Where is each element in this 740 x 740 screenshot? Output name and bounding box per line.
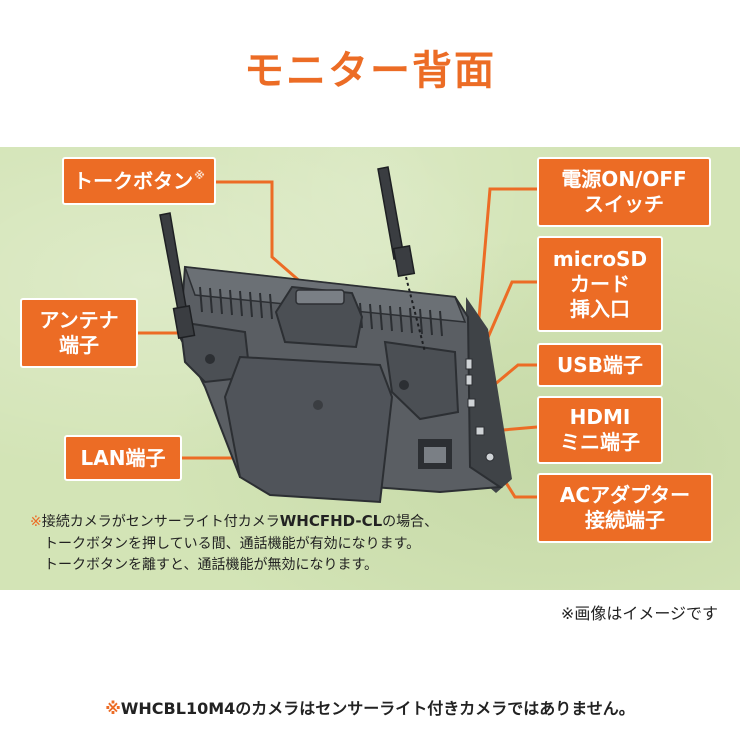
label-antenna-line2: 端子 [59,333,99,357]
label-lan-text: LAN端子 [80,445,166,470]
label-ac-line1: ACアダプター [559,483,691,507]
label-talk-button-text: トークボタン [73,168,194,193]
image-disclaimer: ※画像はイメージです [560,604,718,623]
label-antenna-line1: アンテナ [39,308,119,332]
footer-note: ※WHCBL10M4のカメラはセンサーライト付きカメラではありません。 [0,695,740,719]
note-mark: ※ [30,514,42,530]
right-mount [383,340,460,421]
label-hdmi-line2: ミニ端子 [560,430,640,454]
note-model: WHCFHD-CL [279,512,383,530]
label-usb-text: USB端子 [557,352,643,377]
callout-line-power [473,187,537,366]
label-hdmi-port: HDMI ミニ端子 [537,396,663,464]
label-microsd-slot: microSD カード 挿入口 [537,236,663,332]
label-microsd-line3: 挿入口 [570,296,630,321]
monitor-side [466,297,512,493]
monitor-stand [223,355,394,504]
footer-text: WHCBL10M4のカメラはセンサーライト付きカメラではありません。 [120,699,635,718]
left-antenna [159,212,196,340]
label-antenna-port: アンテナ 端子 [20,298,138,368]
label-power-line1: 電源ON/OFF [561,167,687,191]
label-power-switch: 電源ON/OFF スイッチ [537,157,711,227]
label-lan-port: LAN端子 [64,435,182,481]
page-title: モニター背面 [244,48,496,94]
monitor-back-illustration [138,166,538,504]
left-mount [178,320,252,384]
note-part1: 接続カメラがセンサーライト付カメラ [41,514,280,530]
label-ac-adapter-port: ACアダプター 接続端子 [537,473,713,543]
note-line3: トークボタンを離すと、通話機能が無効になります。 [44,557,379,574]
note-line2: トークボタンを押している間、通話機能が有効になります。 [44,535,421,552]
callout-line-talk [215,180,319,299]
vent-slots [199,286,443,337]
footer-mark: ※ [105,699,121,718]
right-antenna [377,166,426,353]
label-talk-button: トークボタン※ [62,157,216,205]
label-microsd-line2: カード [570,271,630,296]
talk-button [295,289,345,305]
talk-button-note: ※接続カメラがセンサーライト付カメラWHCFHD-CLの場合、 トークボタンを押… [30,510,550,577]
label-power-line2: スイッチ [584,192,664,216]
label-usb-port: USB端子 [537,343,663,387]
label-talk-button-mark: ※ [194,168,205,182]
label-ac-line2: 接続端子 [585,508,665,532]
side-ports [465,358,495,462]
label-hdmi-line1: HDMI [569,405,631,429]
label-microsd-line1: microSD [552,246,648,271]
note-part2: の場合、 [382,514,439,530]
